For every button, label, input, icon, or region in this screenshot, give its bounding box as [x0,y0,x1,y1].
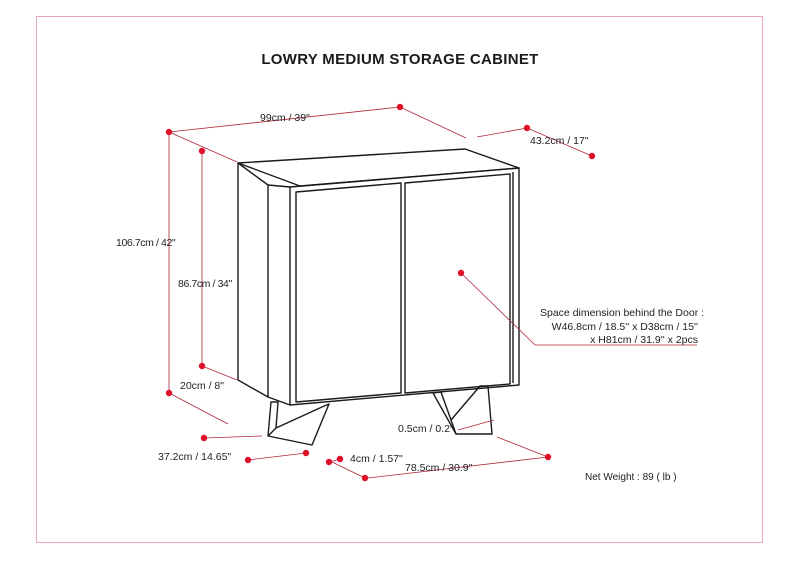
net-weight-label: Net Weight : 89 ( lb ) [585,472,677,483]
dimension-markers [165,103,596,482]
dimension-lines [168,106,697,479]
width-label: 99cm / 39" [260,112,310,124]
leg-thickness-label: 0.5cm / 0.2" [398,423,454,435]
depth-label: 43.2cm / 17" [530,135,589,147]
cabinet-front-frame [289,167,520,406]
leg-right [432,385,493,435]
space-note-line-2: W46.8cm / 18.5'' x D38cm / 15'' [551,320,698,333]
body-height-label: 86.7cm / 34" [178,278,232,290]
leg-inset-label: 4cm / 1.57" [350,453,403,465]
leg-span-label: 78.5cm / 30.9" [405,462,473,474]
leg-height-label: 20cm / 8" [180,380,224,392]
space-note-line-1: Space dimension behind the Door : [540,307,705,319]
space-note-line-3: x H81cm / 31.9'' x 2pcs [590,334,698,346]
door-left [295,182,402,403]
total-height-label: 106.7cm / 42" [116,237,176,249]
page-frame [36,16,763,543]
space-dimension-note: Space dimension behind the Door : W46.8c… [540,307,705,348]
leg-left [267,401,330,446]
cabinet-left-side [237,162,269,398]
cabinet-top [237,148,520,187]
page-title: LOWRY MEDIUM STORAGE CABINET [261,51,539,68]
door-right [404,173,511,394]
leg-depth-label: 37.2cm / 14.65" [158,451,232,463]
